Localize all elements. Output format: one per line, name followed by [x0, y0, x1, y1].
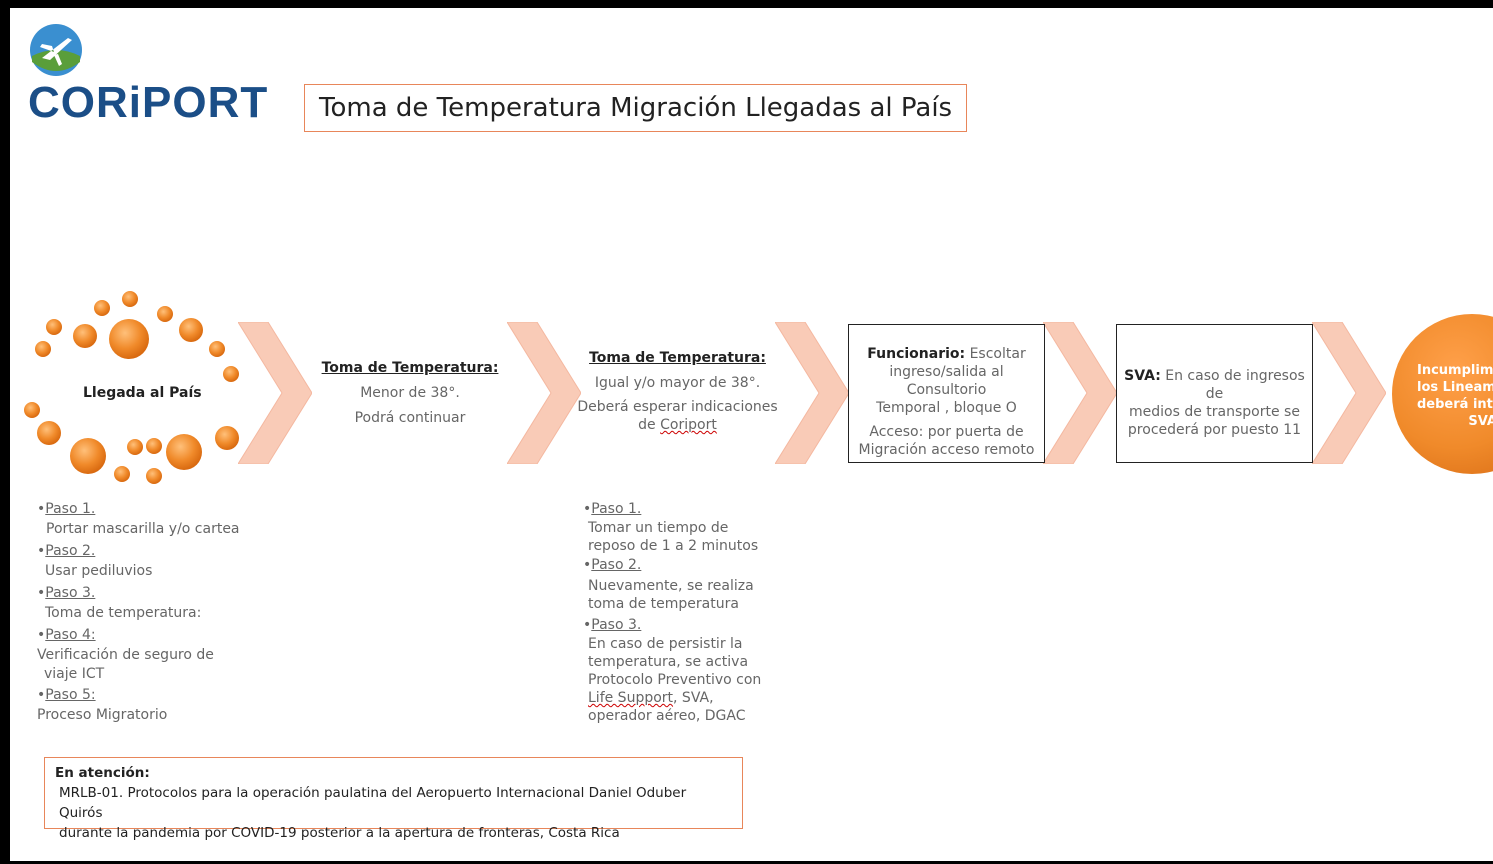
reference-note: En atención: MRLB-01. Protocolos para la… — [44, 757, 743, 841]
box1-line2: ingreso/salida al Consultorio — [889, 364, 1004, 398]
step1-line2: Podrá continuar — [354, 410, 466, 426]
step2-heading: Toma de Temperatura: — [589, 350, 766, 366]
end-line4: SVA — [1468, 414, 1493, 429]
step-label: Paso 3. — [591, 617, 642, 633]
list-item: •Paso 1. — [37, 499, 277, 519]
life-support-link: Life Support — [588, 690, 674, 706]
step-label: Paso 1. — [45, 501, 96, 517]
box2-label: SVA: — [1124, 368, 1161, 384]
list-item: Toma de temperatura: — [45, 605, 202, 621]
step-label: Paso 5: — [45, 687, 96, 703]
note-line2: durante la pandemia por COVID-19 posteri… — [59, 825, 620, 841]
step2-line1: Igual y/o mayor de 38°. — [594, 375, 761, 391]
after-link-text: , SVA, — [673, 690, 714, 706]
logo-text: CORiPORT — [28, 78, 269, 127]
step-label: Paso 4: — [45, 627, 96, 643]
sva-box: SVA: En caso de ingresos de medios de tr… — [1116, 324, 1313, 463]
list-item: Life Support, SVA, — [583, 689, 803, 707]
step-label: Paso 2. — [45, 543, 96, 559]
step1-text: Toma de Temperatura: Menor de 38°. Podrá… — [310, 358, 510, 428]
airplane-globe-icon — [30, 24, 82, 76]
end-line3: deberá inte — [1417, 397, 1493, 412]
step-label: Paso 3. — [45, 585, 96, 601]
chevron-arrow-icon — [238, 322, 312, 464]
list-item: operador aéreo, DGAC — [588, 708, 746, 724]
page-title: Toma de Temperatura Migración Llegadas a… — [304, 84, 968, 132]
step2-line2a: Deberá esperar indicaciones — [577, 399, 778, 415]
list-item: Protocolo Preventivo con — [588, 672, 762, 688]
list-item: temperatura, se activa — [588, 654, 749, 670]
step2-prefix: de — [638, 417, 661, 433]
end-text: Incumplimi los Lineami deberá inte SVA — [1417, 362, 1493, 430]
box1-line3: Temporal , bloque O — [876, 400, 1017, 416]
list-item: Usar pediluvios — [45, 563, 153, 579]
list-item: viaje ICT — [44, 666, 105, 682]
list-item: toma de temperatura — [588, 596, 739, 612]
bullet: • — [37, 501, 46, 517]
bubbles — [24, 291, 239, 484]
list-item: Tomar un tiempo de — [588, 520, 729, 536]
chevron-arrow-icon — [1043, 322, 1117, 464]
right-step-list: •Paso 1. Tomar un tiempo de reposo de 1 … — [583, 499, 803, 725]
coriport-link: Coriport — [660, 417, 717, 433]
box2-line3: procederá por puesto 11 — [1127, 422, 1302, 438]
chevron-arrow-icon — [507, 322, 581, 464]
box2-line1: SVA: En caso de ingresos de — [1117, 367, 1312, 403]
bullet: • — [37, 585, 46, 601]
box1-line4: Acceso: por puerta de — [869, 424, 1024, 440]
list-item: Proceso Migratorio — [37, 707, 168, 723]
note-line1: MRLB-01. Protocolos para la operación pa… — [59, 785, 687, 821]
box2-line1-text: En caso de ingresos de — [1160, 368, 1305, 402]
list-item: En caso de persistir la — [588, 636, 743, 652]
list-item: •Paso 1. — [583, 499, 803, 519]
step2-text: Toma de Temperatura: Igual y/o mayor de … — [570, 348, 785, 434]
list-item: Verificación de seguro de — [37, 647, 214, 663]
step-label: Paso 2. — [591, 557, 642, 573]
list-item: •Paso 5: — [37, 685, 277, 705]
box1-line1: Funcionario: Escoltar — [849, 345, 1044, 363]
box1-line1-text: Escoltar — [965, 346, 1026, 362]
left-step-list: •Paso 1. Portar mascarilla y/o cartea •P… — [37, 499, 277, 725]
box1-line5: Migración acceso remoto — [858, 442, 1035, 458]
bubble-cluster — [24, 291, 239, 484]
end-line2: los Lineami — [1417, 380, 1493, 395]
list-item: •Paso 2. — [583, 555, 803, 575]
box2-line2: medios de transporte se — [1129, 404, 1300, 420]
step1-line1: Menor de 38°. — [360, 385, 460, 401]
list-item: Portar mascarilla y/o cartea — [46, 521, 240, 537]
box1-label: Funcionario: — [867, 346, 966, 362]
list-item: Nuevamente, se realiza — [588, 578, 754, 594]
start-label: Llegada al País — [83, 385, 202, 401]
end-circle: Incumplimi los Lineami deberá inte SVA — [1392, 314, 1493, 474]
list-item: •Paso 3. — [583, 615, 803, 635]
bullet: • — [37, 543, 46, 559]
list-item: reposo de 1 a 2 minutos — [588, 538, 759, 554]
bullet: • — [583, 501, 592, 517]
chevron-arrow-icon — [1312, 322, 1386, 464]
step-label: Paso 1. — [591, 501, 642, 517]
step1-heading: Toma de Temperatura: — [321, 360, 499, 376]
bullet: • — [37, 687, 46, 703]
chevron-arrow-icon — [775, 322, 849, 464]
bullet: • — [583, 617, 592, 633]
note-heading: En atención: — [55, 765, 150, 781]
bullet: • — [37, 627, 46, 643]
list-item: •Paso 4: — [37, 625, 277, 645]
list-item: •Paso 3. — [37, 583, 277, 603]
funcionario-box: Funcionario: Escoltar ingreso/salida al … — [848, 324, 1045, 463]
list-item: •Paso 2. — [37, 541, 277, 561]
step2-line2b: de Coriport — [570, 416, 785, 434]
canvas: CORiPORT Toma de Temperatura Migración L… — [10, 8, 1493, 861]
logo: CORiPORT — [28, 22, 298, 132]
end-line1: Incumplimi — [1417, 363, 1493, 378]
bullet: • — [583, 557, 592, 573]
